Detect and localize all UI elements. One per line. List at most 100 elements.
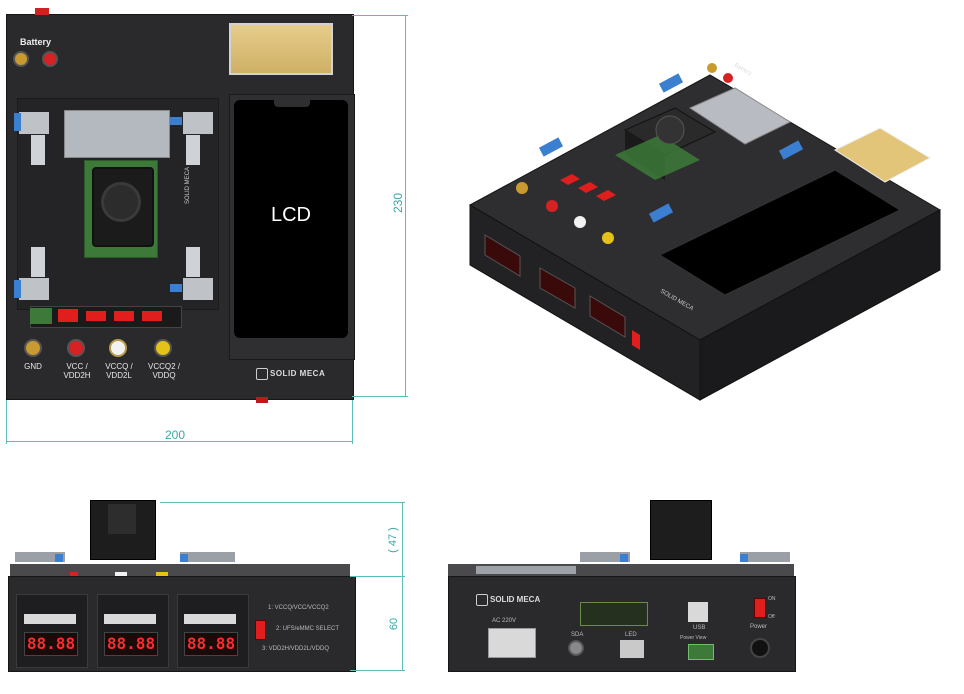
power-view-port[interactable] bbox=[688, 644, 714, 660]
dim-height-label: 230 bbox=[391, 192, 406, 214]
led-2 bbox=[86, 311, 106, 321]
clamp-bl[interactable] bbox=[19, 278, 49, 300]
front-meter-frame-2 bbox=[97, 594, 169, 668]
clamp-tr-blue[interactable] bbox=[170, 117, 182, 125]
battery-label: Battery bbox=[20, 37, 52, 47]
iso-plate bbox=[688, 87, 792, 145]
power-switch[interactable] bbox=[754, 598, 766, 618]
back-brand-icon bbox=[476, 594, 488, 606]
iso-meter-1 bbox=[484, 234, 521, 277]
iso-battery bbox=[833, 127, 932, 183]
clamp-tl-blue[interactable] bbox=[14, 113, 21, 131]
iso-battery-jack-1 bbox=[707, 63, 717, 73]
front-dim-bottom-label: 60 bbox=[388, 617, 401, 631]
front-meter-2: 88.88 bbox=[104, 632, 158, 656]
sda-label: SDA bbox=[571, 632, 584, 638]
iso-view: Battery SOLID MECA bbox=[468, 63, 942, 401]
iso-pcb bbox=[615, 135, 700, 180]
led-1 bbox=[58, 309, 78, 322]
back-brand: SOLID MECA bbox=[490, 595, 541, 604]
front-clamp-left bbox=[15, 552, 65, 562]
jack-label-vccq: VCCQ / VDD2L bbox=[105, 362, 133, 380]
front-clamp-left-blue bbox=[55, 554, 63, 562]
front-meter-3: 88.88 bbox=[184, 632, 238, 656]
back-socket bbox=[650, 500, 712, 560]
power-on-label: ON bbox=[768, 596, 776, 602]
back-top-grey bbox=[476, 566, 576, 574]
iso-clamp-4 bbox=[648, 203, 674, 223]
brand-text: SOLID MECA bbox=[270, 369, 326, 378]
top-view: Battery SOLID MECA LCD SOLID MECA GND VC… bbox=[0, 0, 420, 450]
back-clamp-right bbox=[740, 552, 790, 562]
front-meter-window-3 bbox=[184, 614, 236, 624]
dim-ext-top bbox=[352, 15, 408, 16]
dim-line-width bbox=[6, 441, 352, 442]
guide-r bbox=[186, 135, 200, 165]
top-red-connector bbox=[35, 8, 49, 15]
clamp-br-blue[interactable] bbox=[170, 284, 182, 292]
front-clamp-right-blue bbox=[180, 554, 188, 562]
ac-socket[interactable] bbox=[488, 628, 536, 658]
dim-ext-left bbox=[6, 400, 7, 444]
jack-label-gnd: GND bbox=[24, 362, 42, 371]
iso-dial bbox=[655, 115, 685, 145]
bottom-red-connector bbox=[256, 397, 268, 403]
dim-ext-bottom bbox=[352, 396, 408, 397]
jack-vccq[interactable] bbox=[109, 339, 127, 357]
front-meter-1: 88.88 bbox=[24, 632, 78, 656]
lcd-notch bbox=[274, 100, 310, 107]
iso-jack-vccq bbox=[574, 216, 586, 228]
front-jack-tops-y bbox=[156, 572, 168, 577]
guide-l bbox=[31, 135, 45, 165]
usb-label: USB bbox=[693, 625, 706, 631]
lcd-screen bbox=[234, 100, 348, 338]
iso-jack-vcc bbox=[546, 200, 558, 212]
iso-led-3 bbox=[596, 190, 616, 201]
iso-battery-jack-2 bbox=[723, 73, 733, 83]
front-meter-window-1 bbox=[24, 614, 76, 624]
jack-vcc[interactable] bbox=[67, 339, 85, 357]
back-clamp-left bbox=[580, 552, 630, 562]
clamp-tr[interactable] bbox=[183, 112, 213, 134]
front-jack-tops-w bbox=[115, 572, 127, 577]
iso-jack-gnd bbox=[516, 182, 528, 194]
sda-port[interactable] bbox=[568, 640, 584, 656]
front-switch-label-1: 1: VCCQ/VCC/VCCQ2 bbox=[268, 605, 329, 611]
clamp-br[interactable] bbox=[183, 278, 213, 300]
jack-label-vcc: VCC / VDD2H bbox=[63, 362, 91, 380]
ac-label: AC 220V bbox=[492, 618, 517, 624]
led-3 bbox=[114, 311, 134, 321]
iso-clamp-1 bbox=[538, 137, 564, 157]
iso-battery-label: Battery bbox=[733, 63, 752, 78]
jack-vccq2[interactable] bbox=[154, 339, 172, 357]
front-switch-label-3: 3: VDD2H/VDD2L/VDDQ bbox=[262, 646, 330, 652]
dim-width-label: 200 bbox=[165, 428, 186, 442]
top-grey-plate bbox=[64, 110, 170, 158]
clamp-bl-blue[interactable] bbox=[14, 280, 21, 298]
usb-port[interactable] bbox=[688, 602, 708, 622]
clamp-tl[interactable] bbox=[19, 112, 49, 134]
jack-gnd[interactable] bbox=[24, 339, 42, 357]
front-jack-tops bbox=[70, 572, 78, 577]
lcd-label: LCD bbox=[270, 204, 311, 226]
iso-led-2 bbox=[578, 182, 598, 193]
dim-line-height bbox=[405, 16, 406, 396]
led-port[interactable] bbox=[620, 640, 644, 658]
iso-right-face bbox=[699, 209, 941, 401]
led-label: LED bbox=[625, 632, 637, 638]
front-switch[interactable] bbox=[255, 620, 266, 640]
back-clamp-blue-l bbox=[620, 554, 628, 562]
battery-jack-gnd[interactable] bbox=[13, 51, 29, 67]
side-brand: SOLID MECA bbox=[185, 166, 191, 204]
iso-led-1 bbox=[560, 174, 580, 185]
front-dim-ext-bottom bbox=[350, 670, 405, 671]
iso-clamp-3 bbox=[778, 140, 804, 160]
power-jack[interactable] bbox=[750, 638, 770, 658]
jack-label-vccq2: VCCQ2 / VDDQ bbox=[147, 362, 180, 380]
dim-ext-right bbox=[352, 400, 353, 444]
front-dim-ext-mid bbox=[350, 576, 405, 577]
battery-jack-pos[interactable] bbox=[42, 51, 58, 67]
back-view: SOLID MECA AC 220V SDA LED USB Power Vie… bbox=[440, 490, 964, 694]
iso-meter-2 bbox=[539, 267, 576, 309]
front-view: 88.88 88.88 88.88 1: VCCQ/VCC/VCCQ2 2: U… bbox=[0, 490, 420, 694]
